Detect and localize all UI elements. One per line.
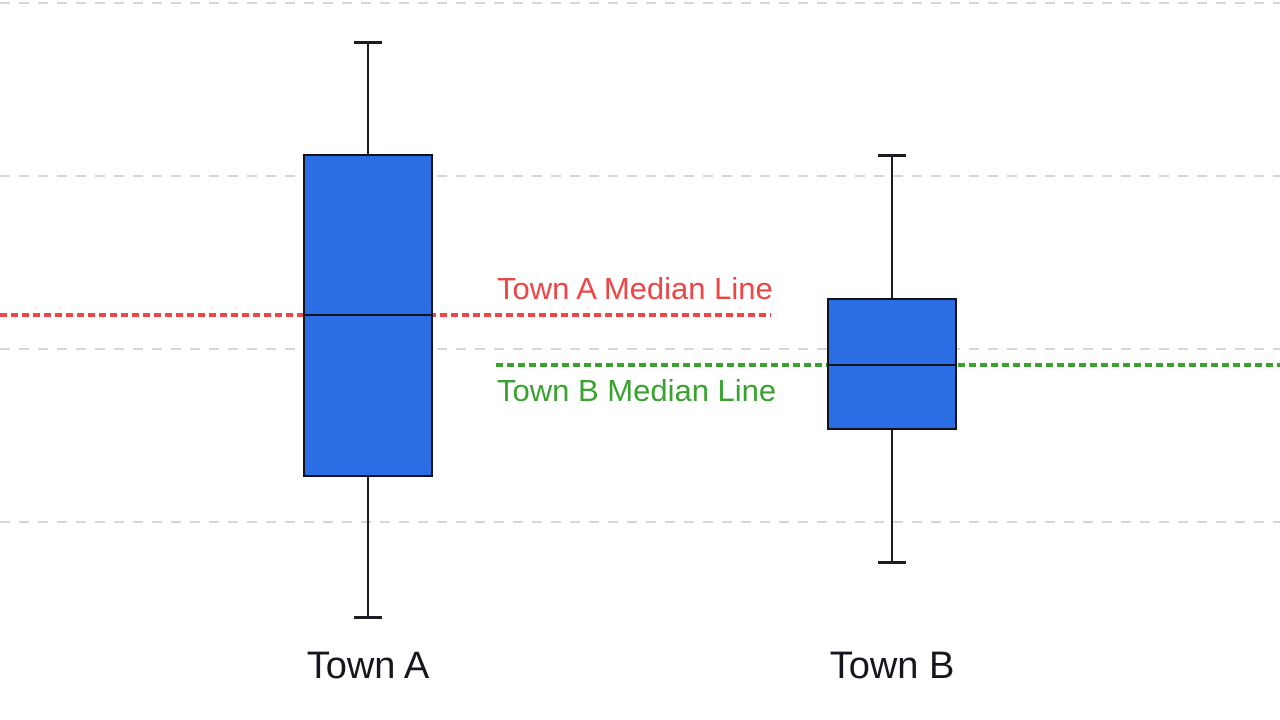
whisker-cap [878,560,906,564]
gridline [0,348,1280,350]
category-label-town-b: Town B [829,645,955,687]
category-label-town-a: Town A [306,645,430,687]
whisker-cap [354,615,382,619]
gridline [0,521,1280,523]
gridline [0,2,1280,4]
town-b-median-line-label: Town B Median Line [497,372,777,408]
median-mark [829,363,955,366]
gridline [0,175,1280,177]
median-mark [305,313,431,316]
town-a-median-line-label: Town A Median Line [497,270,773,306]
iqr-box [827,297,957,430]
whisker-cap [878,154,906,158]
iqr-box [303,154,433,477]
whisker-cap [354,40,382,44]
